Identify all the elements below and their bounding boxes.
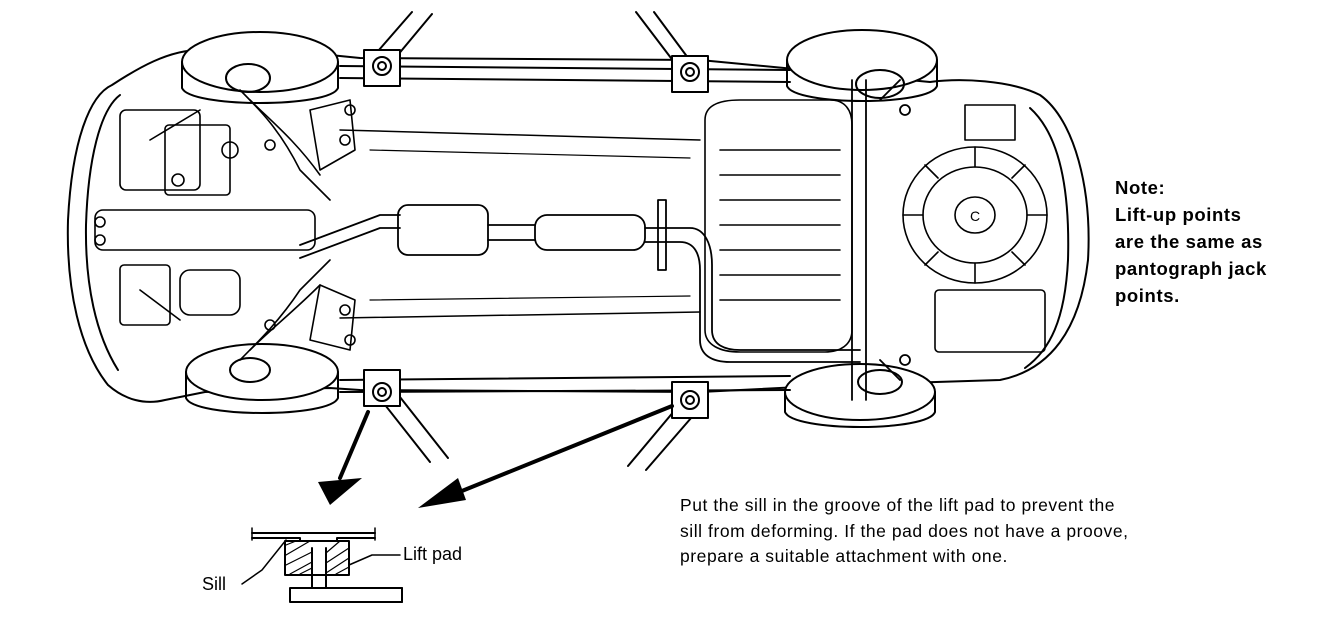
leader-sill — [241, 539, 287, 585]
instructions-text: Put the sill in the groove of the lift p… — [680, 493, 1300, 570]
side-sills — [339, 65, 791, 393]
vehicle-body-outline — [66, 48, 1090, 403]
note-line: Lift-up points — [1115, 204, 1242, 225]
lift-arm-rear-top — [635, 11, 709, 93]
exhaust-system — [299, 199, 861, 363]
sill-label: Sill — [202, 574, 227, 594]
lift-pad-label: Lift pad — [403, 544, 463, 564]
spare-wheel — [902, 104, 1048, 353]
front-suspension-engine — [94, 89, 356, 361]
rear-axle — [851, 79, 911, 401]
note-line: pantograph jack — [1115, 258, 1267, 279]
note-block: Note: Lift-up points are the same as pan… — [1115, 174, 1315, 309]
lift-arm-front-top — [363, 11, 433, 87]
instruction-line: sill from deforming. If the pad does not… — [680, 520, 1129, 541]
pointer-arrow-rear — [418, 404, 674, 508]
fuel-tank — [704, 99, 853, 353]
lift-pad-detail — [241, 527, 403, 603]
tire-front-top — [181, 31, 339, 104]
note-heading: Note: — [1115, 177, 1166, 198]
pointer-arrow-front — [318, 410, 370, 505]
lift-arm-front-bottom — [363, 369, 449, 463]
tire-rear-top — [786, 29, 938, 102]
leader-lift-pad — [348, 554, 401, 566]
note-line: are the same as — [1115, 231, 1263, 252]
instruction-line: Put the sill in the groove of the lift p… — [680, 495, 1116, 515]
tire-front-bottom — [185, 343, 339, 414]
note-line: points. — [1115, 285, 1180, 306]
spare-wheel-hub-label: C — [970, 208, 980, 224]
tire-rear-bottom — [784, 363, 936, 428]
lift-arm-rear-bottom — [627, 381, 709, 471]
instruction-line: prepare a suitable attachment with one. — [680, 546, 1008, 566]
